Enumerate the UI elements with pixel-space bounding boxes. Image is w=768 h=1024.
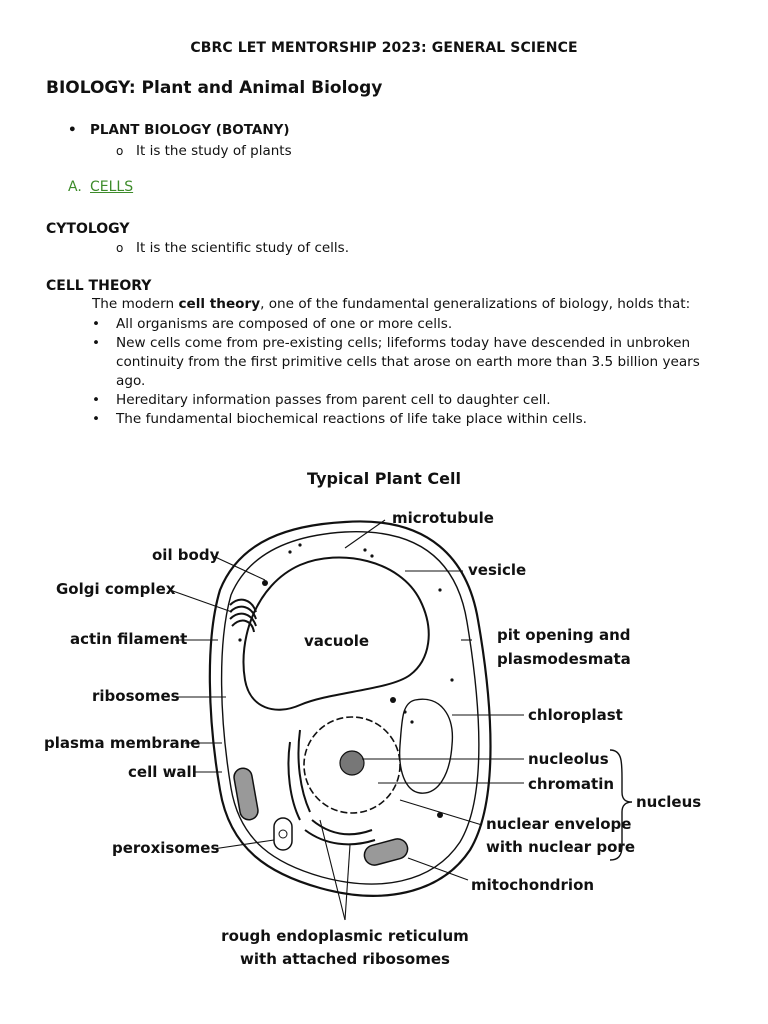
plant-biology-item: • PLANT BIOLOGY (BOTANY) bbox=[68, 122, 290, 138]
cytology-heading: CYTOLOGY bbox=[46, 221, 130, 237]
cell-theory-list: All organisms are composed of one or mor… bbox=[92, 315, 732, 429]
sub-bullet-marker: o bbox=[116, 144, 124, 158]
intro-bold-term: cell theory bbox=[178, 296, 261, 312]
nucleolus-shape bbox=[339, 750, 365, 776]
intro-text-before: The modern bbox=[92, 296, 179, 312]
sub-bullet-marker: o bbox=[116, 241, 124, 255]
mitochondrion-shape bbox=[363, 838, 409, 866]
label-oil-body: oil body bbox=[152, 546, 220, 564]
label-chloroplast: chloroplast bbox=[528, 706, 623, 724]
rough-er-shape bbox=[287, 729, 376, 846]
intro-text-after: , one of the fundamental generalizations… bbox=[260, 296, 691, 312]
list-item: The fundamental biochemical reactions of… bbox=[92, 410, 732, 429]
label-chromatin: chromatin bbox=[528, 775, 614, 793]
label-microtubule: microtubule bbox=[392, 509, 494, 527]
label-nuclear-pore: with nuclear pore bbox=[486, 838, 635, 856]
label-peroxisomes: peroxisomes bbox=[112, 839, 219, 857]
plant-biology-title: PLANT BIOLOGY (BOTANY) bbox=[90, 122, 290, 138]
golgi-shape bbox=[229, 598, 257, 633]
label-plasma-membrane: plasma membrane bbox=[44, 734, 200, 752]
bullet-marker: • bbox=[68, 122, 77, 138]
cell-theory-intro: The modern cell theory, one of the funda… bbox=[92, 296, 690, 312]
section-letter: A. bbox=[68, 179, 82, 195]
list-item: New cells come from pre-existing cells; … bbox=[92, 334, 732, 391]
label-actin: actin filament bbox=[70, 630, 187, 648]
label-cell-wall: cell wall bbox=[128, 763, 197, 781]
figure-title: Typical Plant Cell bbox=[307, 469, 461, 488]
plasma-membrane-line bbox=[220, 531, 480, 885]
nucleus-brace bbox=[609, 749, 633, 861]
list-item: Hereditary information passes from paren… bbox=[92, 391, 732, 410]
label-mitochondrion: mitochondrion bbox=[471, 876, 594, 894]
label-rough-er: rough endoplasmic reticulum bbox=[221, 927, 469, 945]
ribosome-dots bbox=[238, 543, 454, 818]
plant-cell-diagram: microtubule oil body vesicle Golgi compl… bbox=[44, 509, 701, 968]
label-nuclear-envelope: nuclear envelope bbox=[486, 815, 631, 833]
label-vacuole: vacuole bbox=[304, 632, 369, 650]
label-plasmodesmata: plasmodesmata bbox=[497, 650, 631, 668]
page-heading: BIOLOGY: Plant and Animal Biology bbox=[46, 78, 383, 98]
section-cells-label: CELLS bbox=[90, 179, 134, 195]
section-cells: A. CELLS bbox=[68, 179, 133, 195]
label-ribosomes: ribosomes bbox=[92, 687, 180, 705]
cell-wall-outer bbox=[208, 520, 492, 897]
document-header: CBRC LET MENTORSHIP 2023: GENERAL SCIENC… bbox=[190, 40, 578, 56]
vacuole-shape bbox=[242, 556, 430, 711]
label-nucleolus: nucleolus bbox=[528, 750, 609, 768]
plant-biology-subitem: o It is the study of plants bbox=[116, 143, 292, 159]
list-item: All organisms are composed of one or mor… bbox=[92, 315, 732, 334]
label-nucleus: nucleus bbox=[636, 793, 701, 811]
peroxisome-core bbox=[278, 829, 288, 839]
label-pit-opening: pit opening and bbox=[497, 626, 630, 644]
cytology-definition: It is the scientific study of cells. bbox=[136, 240, 350, 256]
mitochondrion-shape-2 bbox=[233, 767, 259, 821]
plant-biology-definition: It is the study of plants bbox=[136, 143, 292, 159]
cytology-subitem: o It is the scientific study of cells. bbox=[116, 240, 349, 256]
cell-theory-heading: CELL THEORY bbox=[46, 278, 152, 294]
label-golgi: Golgi complex bbox=[56, 580, 176, 598]
chloroplast-shape bbox=[398, 698, 454, 794]
leader-lines bbox=[169, 519, 524, 921]
label-vesicle: vesicle bbox=[468, 561, 526, 579]
label-attached-ribosomes: with attached ribosomes bbox=[240, 950, 450, 968]
